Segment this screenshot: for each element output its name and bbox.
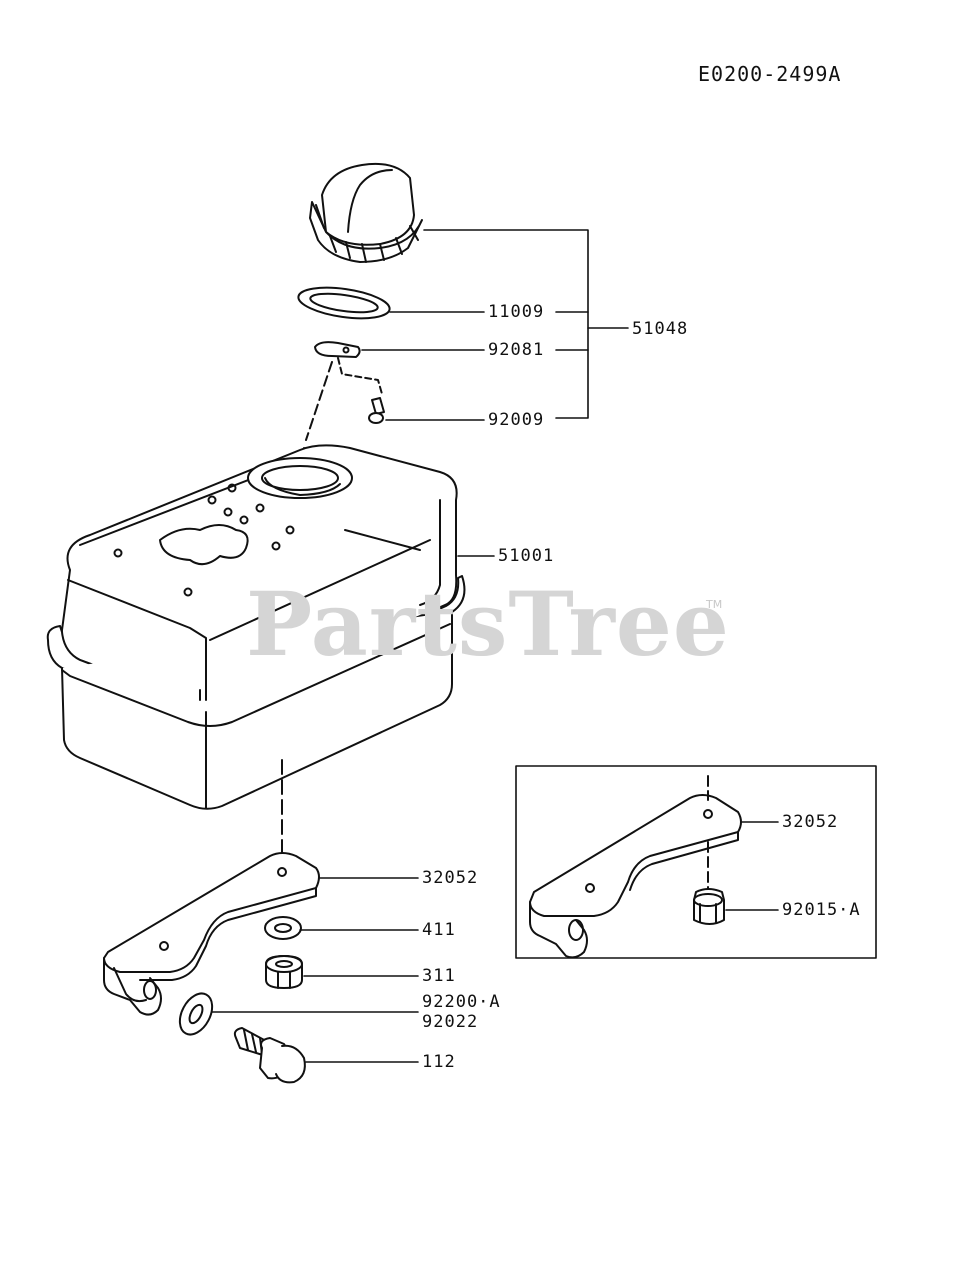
part-label-92200a[interactable]: 92200·A <box>422 992 501 1012</box>
washer-92200a[interactable] <box>173 988 218 1040</box>
part-label-32052[interactable]: 32052 <box>422 868 479 888</box>
part-label-51001[interactable]: 51001 <box>498 546 555 566</box>
part-label-92022[interactable]: 92022 <box>422 1012 479 1032</box>
diagram-code: E0200-2499A <box>698 62 842 86</box>
inset-frame <box>515 765 877 959</box>
inset-bracket[interactable] <box>529 794 742 959</box>
part-label-411[interactable]: 411 <box>422 920 456 940</box>
bolt-112[interactable] <box>233 1027 306 1084</box>
part-label-112[interactable]: 112 <box>422 1052 456 1072</box>
washer-411[interactable] <box>264 916 302 940</box>
flange-nut-92015a[interactable] <box>693 888 725 925</box>
part-label-92081[interactable]: 92081 <box>488 340 545 360</box>
part-label-92009[interactable]: 92009 <box>488 410 545 430</box>
fuel-tank[interactable] <box>46 444 466 810</box>
inset-part-label-32052[interactable]: 32052 <box>782 812 839 832</box>
fuel-cap[interactable] <box>309 162 423 263</box>
part-label-311[interactable]: 311 <box>422 966 456 986</box>
watermark-trademark: TM <box>706 598 723 611</box>
nut-311[interactable] <box>265 955 303 989</box>
cap-gasket[interactable] <box>296 283 391 324</box>
part-label-11009[interactable]: 11009 <box>488 302 545 322</box>
cap-strainer[interactable] <box>314 341 383 395</box>
cap-screw[interactable] <box>368 397 385 424</box>
part-label-51048[interactable]: 51048 <box>632 319 689 339</box>
watermark-text: PartsTree <box>246 572 730 676</box>
mounting-bracket[interactable] <box>103 852 320 1016</box>
leader-lines <box>211 229 779 1063</box>
part-label-92015a[interactable]: 92015·A <box>782 900 861 920</box>
